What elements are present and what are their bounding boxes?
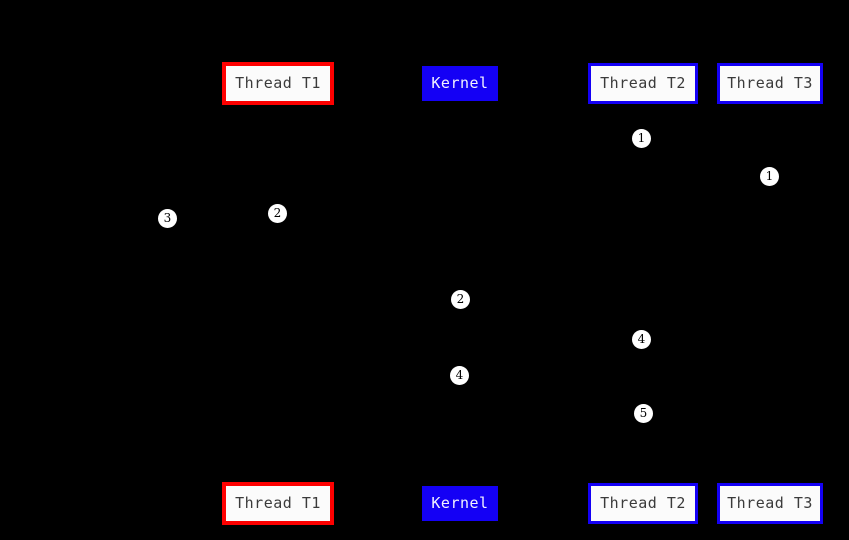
participant-label: Kernel (431, 74, 489, 92)
step-bullet-2-kernel: 2 (451, 290, 470, 309)
step-bullet-1-thread-t2: 1 (632, 129, 651, 148)
participant-label: Thread T1 (235, 74, 321, 92)
message-arrow-3 (167, 228, 278, 229)
participant-label: Thread T2 (600, 74, 686, 92)
step-bullet-4-kernel: 4 (450, 366, 469, 385)
message-arrow-5 (460, 385, 643, 386)
lifeline-thread-t3 (770, 104, 771, 483)
step-bullet-1-thread-t3: 1 (760, 167, 779, 186)
participant-box-thread-t1-top[interactable]: Thread T1 (222, 62, 334, 105)
step-bullet-4-thread-t2: 4 (632, 330, 651, 349)
step-bullet-3-thread-t1: 3 (158, 209, 177, 228)
participant-box-thread-t3-bottom[interactable]: Thread T3 (717, 483, 823, 524)
participant-label: Thread T2 (600, 494, 686, 512)
participant-box-thread-t2-bottom[interactable]: Thread T2 (588, 483, 698, 524)
participant-label: Thread T1 (235, 494, 321, 512)
participant-box-kernel-bottom[interactable]: Kernel (422, 486, 498, 521)
lifeline-thread-t1 (278, 105, 279, 482)
activation-bar-thread-t2 (639, 148, 648, 428)
message-arrow-4 (460, 309, 643, 310)
participant-box-thread-t1-bottom[interactable]: Thread T1 (222, 482, 334, 525)
participant-label: Kernel (431, 494, 489, 512)
participant-label: Thread T3 (727, 494, 813, 512)
message-arrow-2 (278, 223, 460, 224)
participant-box-thread-t3-top[interactable]: Thread T3 (717, 63, 823, 104)
step-bullet-5-thread-t2: 5 (634, 404, 653, 423)
message-arrow-6 (643, 423, 770, 424)
message-arrow-1 (643, 148, 770, 149)
participant-box-kernel-top[interactable]: Kernel (422, 66, 498, 101)
participant-label: Thread T3 (727, 74, 813, 92)
step-bullet-2-thread-t1: 2 (268, 204, 287, 223)
participant-box-thread-t2-top[interactable]: Thread T2 (588, 63, 698, 104)
